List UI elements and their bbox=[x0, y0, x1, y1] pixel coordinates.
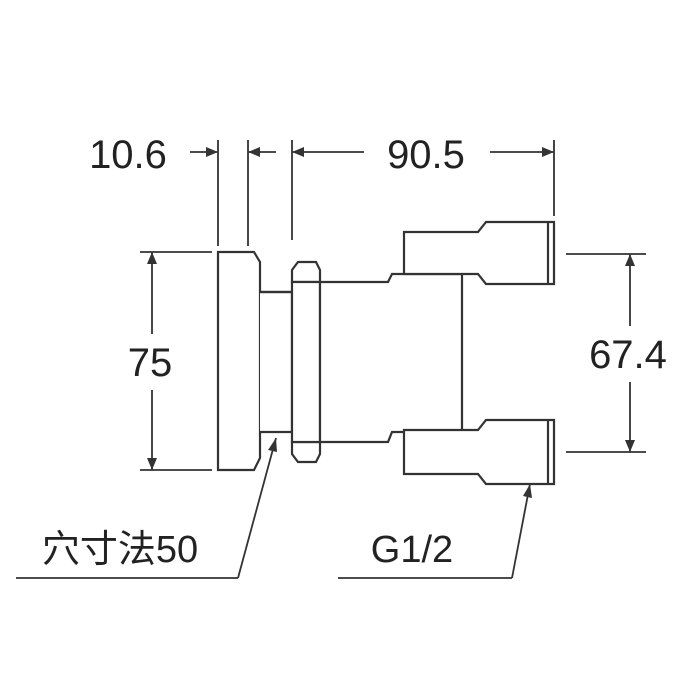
flange-neck bbox=[260, 290, 294, 434]
dim-outlet-spacing: 67.4 bbox=[589, 254, 667, 452]
main-body bbox=[318, 272, 464, 444]
collar-block bbox=[290, 280, 322, 444]
leader-hole-size: 穴寸法50 bbox=[16, 437, 277, 579]
dim-length: 90.5 bbox=[292, 133, 554, 177]
dim-label-10-6: 10.6 bbox=[89, 133, 167, 177]
body-collar bbox=[290, 260, 322, 284]
dim-label-67-4: 67.4 bbox=[589, 333, 667, 377]
callout-thread: G1/2 bbox=[371, 529, 453, 571]
dim-height: 75 bbox=[128, 252, 173, 470]
callout-hole-size: 穴寸法50 bbox=[42, 529, 198, 571]
dim-label-90-5: 90.5 bbox=[387, 133, 465, 177]
wall-flange bbox=[216, 250, 262, 472]
dim-label-75: 75 bbox=[128, 341, 173, 385]
body-collar-bottom bbox=[290, 440, 322, 464]
leader-thread: G1/2 bbox=[338, 483, 532, 579]
lower-outlet bbox=[402, 418, 556, 486]
upper-outlet bbox=[402, 220, 556, 286]
dim-flange-thickness: 10.6 bbox=[89, 133, 276, 177]
